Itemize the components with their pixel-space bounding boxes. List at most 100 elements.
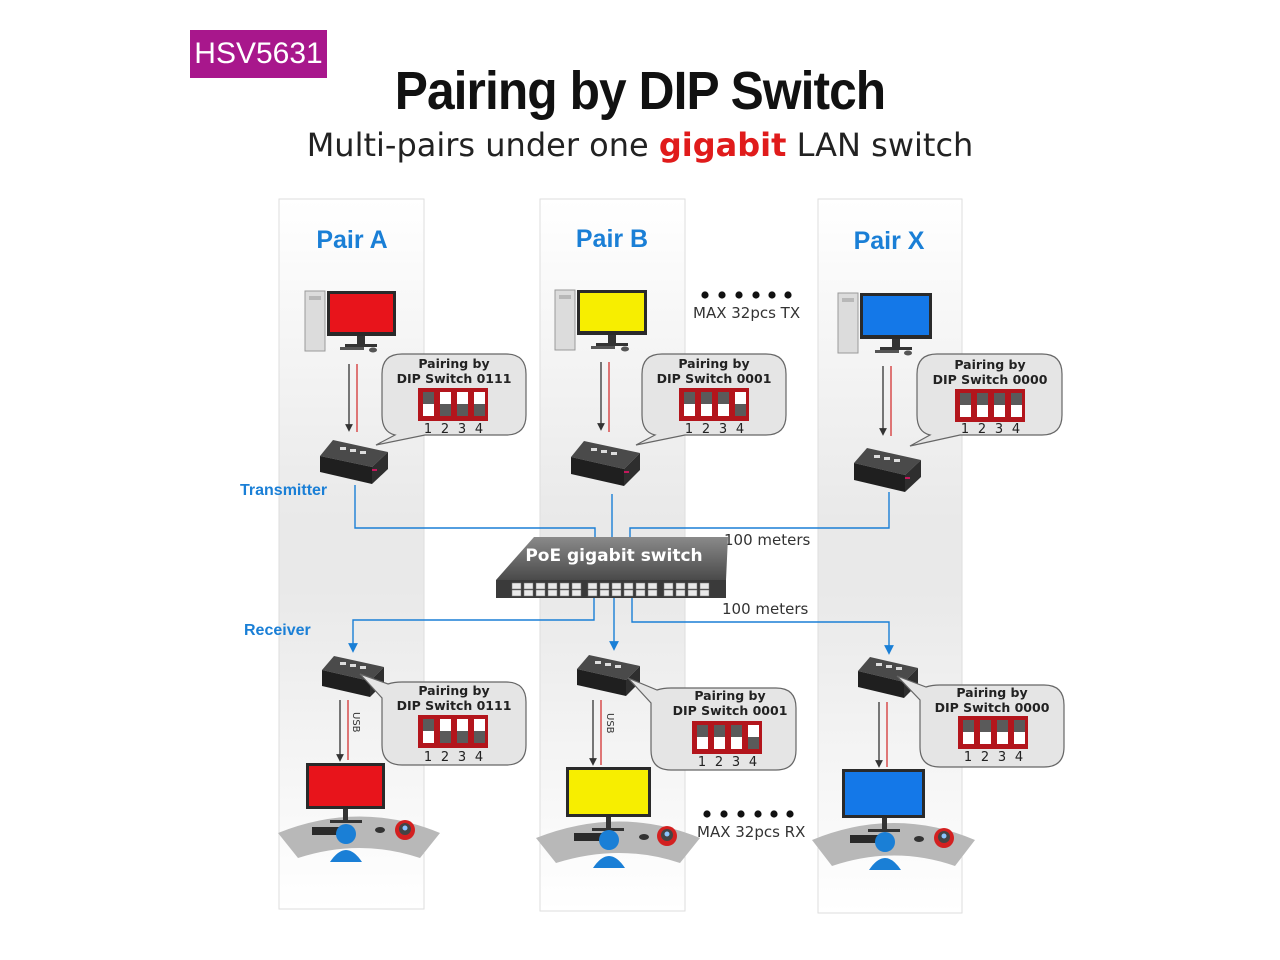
rx-dip-b-num-2: 2: [715, 755, 723, 770]
rx-cables: [336, 700, 888, 768]
dip-switch-x-toggle-4: [1011, 405, 1022, 417]
screen-a: [330, 294, 393, 332]
poe-switch: [496, 537, 728, 598]
tx-bubble-x: Pairing by DIP Switch 0000 1 2 3 4: [909, 353, 1063, 447]
bubble-a-line2: DIP Switch 0111: [397, 371, 512, 386]
rx-bubble-x: Pairing by DIP Switch 0000 1 2 3 4: [896, 675, 1065, 768]
rx-dip-switch-b: [697, 725, 759, 749]
dip-a-num-3: 3: [458, 422, 466, 437]
max-tx-note: MAX 32pcs TX: [693, 304, 800, 322]
rx-dip-a-num-3: 3: [458, 750, 466, 765]
line-rx-a: [348, 597, 595, 653]
screen-b: [580, 293, 644, 331]
dip-b-num-2: 2: [702, 422, 710, 437]
dip-switch-a-toggle-2: [440, 392, 451, 404]
distance-top-label: 100 meters: [724, 531, 811, 549]
tx-bubble-b: Pairing by DIP Switch 0001 1 2 3 4: [635, 353, 787, 446]
dip-switch-b-toggle-1: [684, 404, 695, 416]
rx-dip-switch-b-toggle-3: [731, 737, 742, 749]
transmitter-a: [320, 440, 388, 484]
rx-dip-a-num-2: 2: [441, 750, 449, 765]
receiver-x: [858, 657, 918, 698]
dip-b-num-1: 1: [685, 422, 693, 437]
computer-b: [554, 289, 647, 352]
rx-bubble-a-line2: DIP Switch 0111: [397, 698, 512, 713]
dip-x-num-1: 1: [961, 422, 969, 437]
model-badge: HSV5631: [190, 30, 327, 78]
rx-screen-b: [569, 770, 648, 814]
usb-label-b: USB: [604, 713, 615, 734]
bubble-b-line1: Pairing by: [678, 356, 749, 371]
dip-switch-x-toggle-2: [977, 405, 988, 417]
rx-screen-x: [845, 772, 922, 815]
rx-dip-switch-x-toggle-4: [1014, 732, 1025, 744]
rx-dip-switch-b-toggle-4: [748, 725, 759, 737]
dip-switch-x: [960, 393, 1022, 417]
rx-dip-switch-a-toggle-1: [423, 731, 434, 743]
dip-x-num-2: 2: [978, 422, 986, 437]
rx-bubble-a: Pairing by DIP Switch 0111 1 2 3 4: [359, 673, 527, 766]
tx-ellipsis: [701, 291, 792, 299]
bubble-b-line2: DIP Switch 0001: [657, 371, 772, 386]
rx-dip-x-num-3: 3: [998, 750, 1006, 765]
distance-bottom-label: 100 meters: [722, 600, 809, 618]
rx-bubble-a-line1: Pairing by: [418, 683, 489, 698]
subtitle-text-after: LAN switch: [786, 126, 974, 164]
bubble-a-line1: Pairing by: [418, 356, 489, 371]
rx-dip-switch-x: [963, 720, 1025, 744]
dip-switch-b-toggle-2: [701, 404, 712, 416]
dip-switch-x-toggle-3: [994, 405, 1005, 417]
rx-dip-switch-b-toggle-2: [714, 737, 725, 749]
rx-dip-b-num-1: 1: [698, 755, 706, 770]
max-rx-note: MAX 32pcs RX: [697, 823, 805, 841]
rx-dip-switch-a-toggle-4: [474, 719, 485, 731]
rx-dip-switch-x-toggle-3: [997, 732, 1008, 744]
page-title: Pairing by DIP Switch: [394, 61, 886, 121]
page-subtitle: Multi-pairs under one gigabit LAN switch: [0, 126, 1280, 164]
rx-dip-switch-a: [423, 719, 485, 743]
pair-x-title: Pair X: [854, 227, 925, 255]
dip-switch-b-toggle-4: [735, 392, 746, 404]
computer-x: [837, 292, 932, 356]
rx-dip-switch-a-toggle-2: [440, 719, 451, 731]
rx-dip-a-num-4: 4: [475, 750, 483, 765]
rx-bubble-b-line1: Pairing by: [694, 688, 765, 703]
dip-switch-x-toggle-1: [960, 405, 971, 417]
dip-b-num-3: 3: [719, 422, 727, 437]
dip-switch-a-toggle-4: [474, 392, 485, 404]
rx-dip-switch-x-toggle-1: [963, 732, 974, 744]
transmitter-x: [854, 448, 921, 492]
screen-x: [863, 296, 929, 335]
transmitter-label: Transmitter: [240, 482, 327, 499]
dip-a-num-1: 1: [424, 422, 432, 437]
rx-dip-switch-x-toggle-2: [980, 732, 991, 744]
rx-dip-b-num-3: 3: [732, 755, 740, 770]
dip-switch-b-toggle-3: [718, 404, 729, 416]
rx-dip-switch-b-toggle-1: [697, 737, 708, 749]
rx-dip-a-num-1: 1: [424, 750, 432, 765]
workstation-b: [536, 767, 700, 868]
rx-dip-b-num-4: 4: [749, 755, 757, 770]
tx-cables: [345, 362, 892, 436]
bubble-x-line2: DIP Switch 0000: [933, 372, 1048, 387]
rx-bubble-b: Pairing by DIP Switch 0001 1 2 3 4: [627, 677, 797, 771]
line-rx-x: [631, 597, 894, 655]
dip-a-num-2: 2: [441, 422, 449, 437]
dip-switch-a: [423, 392, 485, 416]
rx-dip-switch-a-toggle-3: [457, 719, 468, 731]
rx-dip-x-num-1: 1: [964, 750, 972, 765]
rx-dip-x-num-2: 2: [981, 750, 989, 765]
computer-a: [304, 290, 396, 353]
bubble-x-line1: Pairing by: [954, 357, 1025, 372]
dip-x-num-3: 3: [995, 422, 1003, 437]
rx-bubble-b-line2: DIP Switch 0001: [673, 703, 788, 718]
workstation-x: [812, 769, 975, 870]
dip-b-num-4: 4: [736, 422, 744, 437]
subtitle-text-before: Multi-pairs under one: [306, 126, 659, 164]
receiver-label: Receiver: [244, 622, 311, 639]
usb-label-a: USB: [350, 712, 361, 733]
transmitter-b: [571, 441, 640, 486]
rx-screen-a: [309, 766, 382, 806]
dip-a-num-4: 4: [475, 422, 483, 437]
